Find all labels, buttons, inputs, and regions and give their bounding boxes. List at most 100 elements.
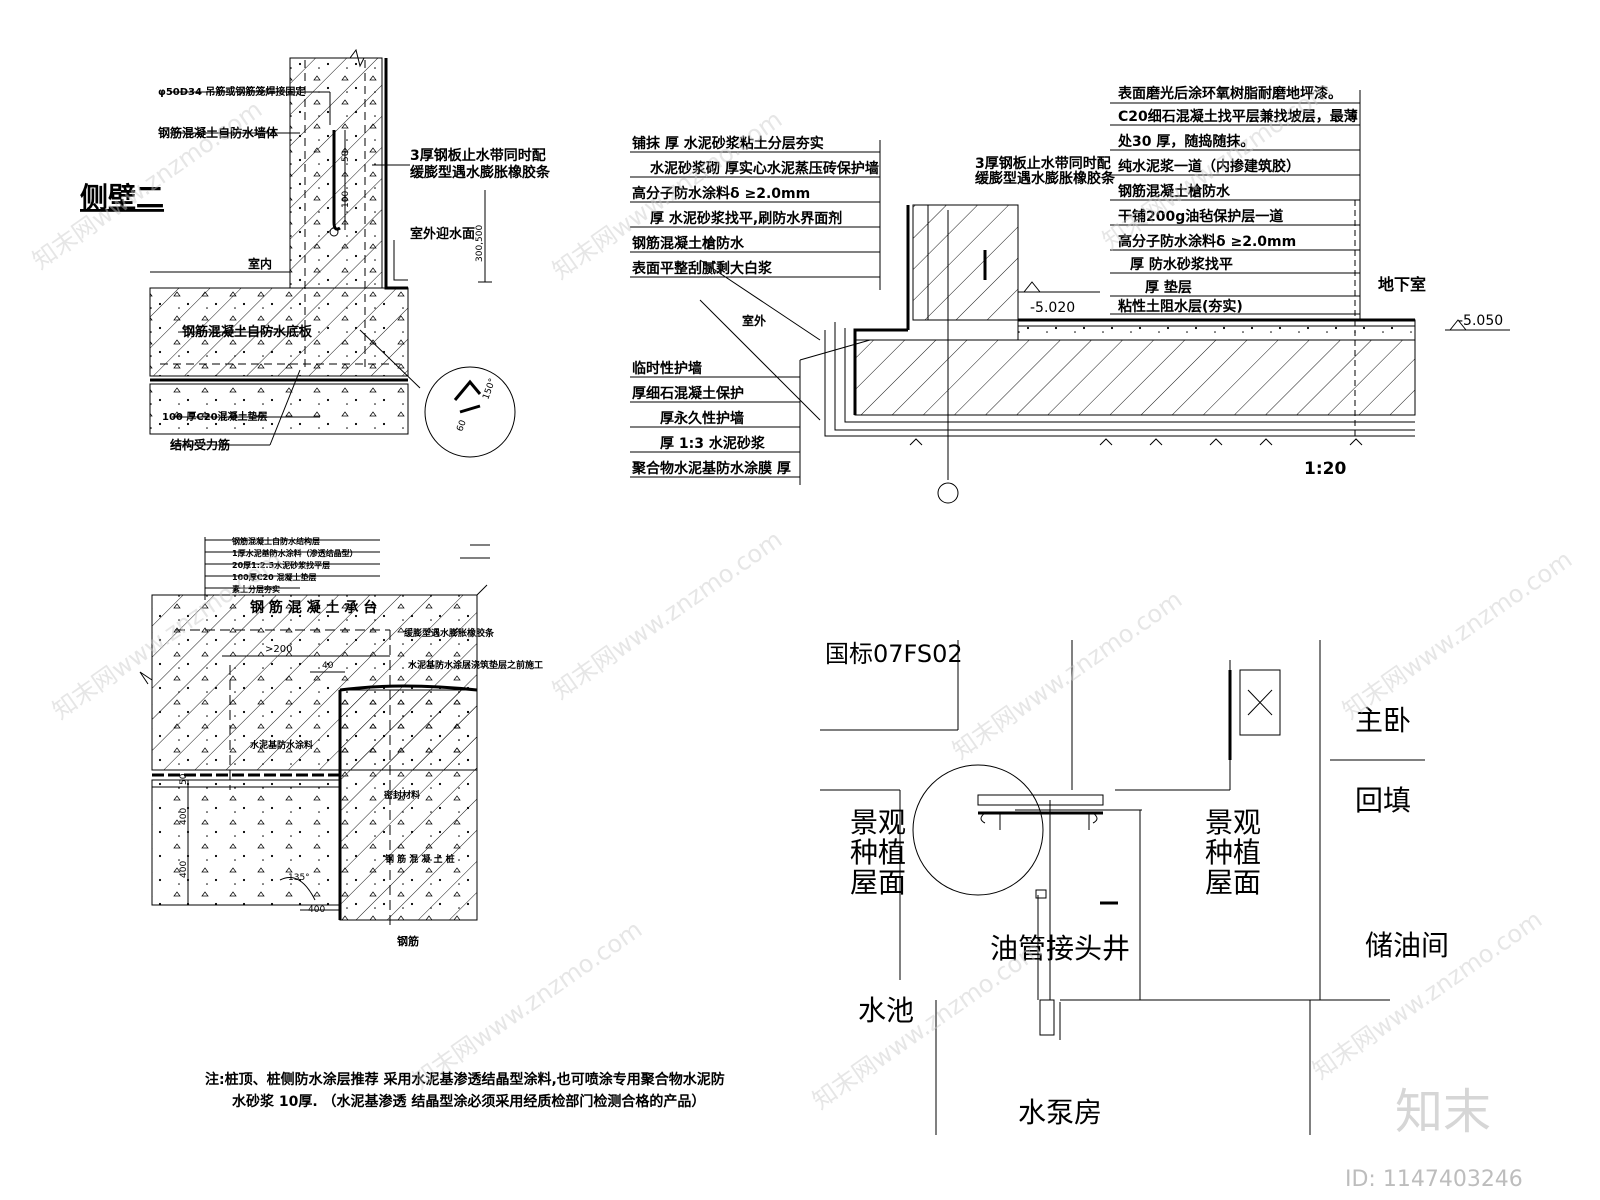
dim-50: 50 — [341, 150, 351, 162]
detail-title: 侧壁二 — [80, 181, 164, 214]
callout-mid-1: 3厚钢板止水带同时配 — [975, 155, 1111, 172]
watermark-9: 知末网www.znzmo.com — [807, 935, 1047, 1115]
callout-left-2: 水泥砂浆砌 厚实心水泥蒸压砖保护墙 — [650, 160, 879, 177]
detail-side-wall: 侧壁二 φ50D34 吊筋或钢筋笼焊接固定 钢筋混凝土自防水墙体 3厚钢板止水带… — [80, 48, 551, 458]
label-water-stop-2: 缓膨型遇水膨胀橡胶条 — [410, 164, 551, 181]
callout-right-10: 粘性土阻水层(夯实) — [1118, 298, 1243, 315]
note-line-1: 注:桩顶、桩侧防水涂层推荐 采用水泥基渗透结晶型涂料,也可喷涂专用聚合物水泥防 — [205, 1071, 725, 1088]
standard-code: 国标07FS02 — [825, 640, 963, 668]
label-rc-wall: 钢筋混凝土自防水墙体 — [158, 125, 279, 140]
watermark-8: 知末网www.znzmo.com — [407, 915, 647, 1095]
detail-basement-floor: 铺抹 厚 水泥砂浆粘土分层夯实 水泥砂浆砌 厚实心水泥蒸压砖保护墙 高分子防水涂… — [630, 85, 1510, 504]
callout-left-8: 厚细石混凝土保护 — [632, 385, 744, 402]
callout-left-3: 高分子防水涂料δ ≥2.0mm — [632, 185, 810, 202]
room-oil-storage: 储油间 — [1365, 929, 1449, 962]
label-base-slab: 钢筋混凝土自防水底板 — [182, 324, 313, 340]
room-pump: 水泵房 — [1018, 1096, 1102, 1129]
left-callout-lines — [630, 140, 881, 485]
note-line-2: 水砂浆 10厚. （水泥基渗透 结晶型涂必须采用经质检部门检测合格的产品） — [232, 1093, 705, 1110]
layer-5: 素土分层夯实 — [232, 584, 280, 594]
detail-pile-cap: 钢筋混凝土自防水结构层 1厚水泥基防水涂料（渗透结晶型） 20厚1:2.5水泥砂… — [139, 536, 725, 1110]
callout-left-10: 厚 1:3 水泥砂浆 — [660, 435, 766, 452]
detail-callout-circle — [424, 366, 516, 458]
room-master-bedroom: 主卧 — [1355, 704, 1411, 737]
label-indoor: 室内 — [248, 256, 272, 271]
room-landscape-right-1: 景观 — [1205, 806, 1261, 839]
image-id: ID: 1147403246 — [1345, 1167, 1523, 1192]
callout-right-7: 高分子防水涂料δ ≥2.0mm — [1118, 233, 1296, 250]
equipment-box — [1239, 669, 1281, 736]
dim-300-500: 300,500 — [475, 225, 485, 262]
callout-left-7: 临时性护墙 — [632, 360, 702, 377]
callout-right-8: 厚 防水砂浆找平 — [1130, 256, 1233, 273]
right-callout-lines — [1110, 90, 1361, 320]
label-pile-cap: 钢 筋 混 凝 土 承 台 — [250, 599, 377, 616]
room-landscape-left-3: 屋面 — [850, 866, 906, 899]
dim-135deg: 135° — [288, 873, 310, 883]
callout-right-4: 纯水泥浆一道（内掺建筑胶） — [1118, 158, 1300, 175]
room-landscape-left-2: 种植 — [850, 836, 906, 869]
watermark-7: 知末网www.znzmo.com — [1337, 545, 1577, 725]
callout-left-5: 钢筋混凝土槍防水 — [632, 235, 745, 252]
layer-4: 100厚C20 混凝土垫层 — [232, 572, 317, 582]
label-main-rebar: 结构受力筋 — [170, 437, 230, 452]
watermark-5: 知末网www.znzmo.com — [547, 525, 787, 705]
label-bedding: 100 厚C20混凝土垫层 — [162, 410, 268, 423]
scale-label: 1:20 — [1304, 459, 1346, 479]
brand-logo: 知末 — [1395, 1084, 1491, 1140]
c20-bedding — [149, 383, 409, 435]
callout-right-3: 处30 厚，随捣随抹。 — [1117, 133, 1254, 150]
label-coating: 水泥基防水涂料 — [250, 739, 313, 751]
callout-right-5: 钢筋混凝土槍防水 — [1118, 183, 1231, 200]
label-pile: 钢 筋 混 凝 土 桩 — [385, 853, 455, 865]
room-backfill: 回填 — [1355, 784, 1411, 817]
label-seal: 密封材料 — [383, 789, 420, 801]
label-rebar: 钢筋 — [397, 934, 419, 948]
rc-wall — [927, 204, 1019, 321]
elevation-5020: -5.020 — [1030, 300, 1075, 316]
layer-2: 1厚水泥基防水涂料（渗透结晶型） — [232, 548, 358, 558]
dim-100: 100 — [341, 191, 351, 208]
dim-400-a: 400 — [179, 808, 189, 825]
layer-1: 钢筋混凝土自防水结构层 — [232, 536, 320, 546]
label-coating-note: 水泥基防水涂层浇筑垫层之前施工 — [408, 659, 543, 671]
label-outside: 室外 — [742, 313, 766, 328]
callout-right-1: 表面磨光后涂环氧树脂耐磨地坪漆。 — [1117, 85, 1342, 102]
callout-left-4: 厚 水泥砂浆找平,刷防水界面剂 — [650, 210, 842, 227]
watermark-6: 知末网www.znzmo.com — [947, 585, 1187, 765]
room-pool: 水池 — [858, 994, 914, 1027]
plan-view: 国标07FS02 主卧 回填 景观 种植 屋面 景观 种植 屋面 油管接头井 储… — [820, 640, 1449, 1135]
cushion-layer — [151, 779, 341, 906]
label-basement: 地下室 — [1378, 275, 1426, 294]
dim-400-b: 400 — [179, 861, 189, 878]
room-landscape-right-3: 屋面 — [1205, 866, 1261, 899]
callout-left-1: 铺抹 厚 水泥砂浆粘土分层夯实 — [632, 135, 824, 152]
callout-left-9: 厚永久性护墙 — [660, 410, 744, 427]
callout-right-6: 干铺200g油毡保护层一道 — [1118, 208, 1283, 225]
callout-left-6: 表面平整刮腻剩大白浆 — [631, 260, 773, 277]
dim-40: 40 — [322, 661, 334, 671]
callout-mid-2: 缓膨型遇水膨胀橡胶条 — [975, 170, 1116, 187]
waterproof-layer — [384, 58, 408, 290]
rc-floor-slab — [854, 339, 1416, 416]
layer-3: 20厚1:2.5水泥砂浆找平层 — [232, 560, 330, 570]
callout-right-9: 厚 垫层 — [1145, 279, 1192, 296]
dim-400-c: 400 — [308, 905, 325, 915]
callout-left-11: 聚合物水泥基防水涂膜 厚 — [631, 460, 791, 477]
dim-50: 50 — [179, 773, 189, 785]
dim-150deg: 150° — [481, 377, 498, 401]
room-oil-well: 油管接头井 — [990, 932, 1130, 965]
room-landscape-right-2: 种植 — [1205, 836, 1261, 869]
callout-right-2: C20细石混凝土找平层兼找坡层，最薄 — [1118, 108, 1358, 125]
label-outside-face: 室外迎水面 — [410, 226, 475, 242]
room-landscape-left-1: 景观 — [850, 806, 906, 839]
dim-200: >200 — [265, 644, 292, 655]
label-rubber-strip: 缓膨型遇水膨胀橡胶条 — [404, 627, 495, 639]
label-water-stop-1: 3厚钢板止水带同时配 — [410, 147, 546, 164]
label-hanger-bar: φ50D34 吊筋或钢筋笼焊接固定 — [158, 85, 305, 98]
elevation-5050: -5.050 — [1458, 313, 1503, 329]
watermark-1: 知末网www.znzmo.com — [27, 95, 267, 275]
detail-circle — [912, 764, 1044, 896]
dim-60: 60 — [455, 419, 468, 433]
